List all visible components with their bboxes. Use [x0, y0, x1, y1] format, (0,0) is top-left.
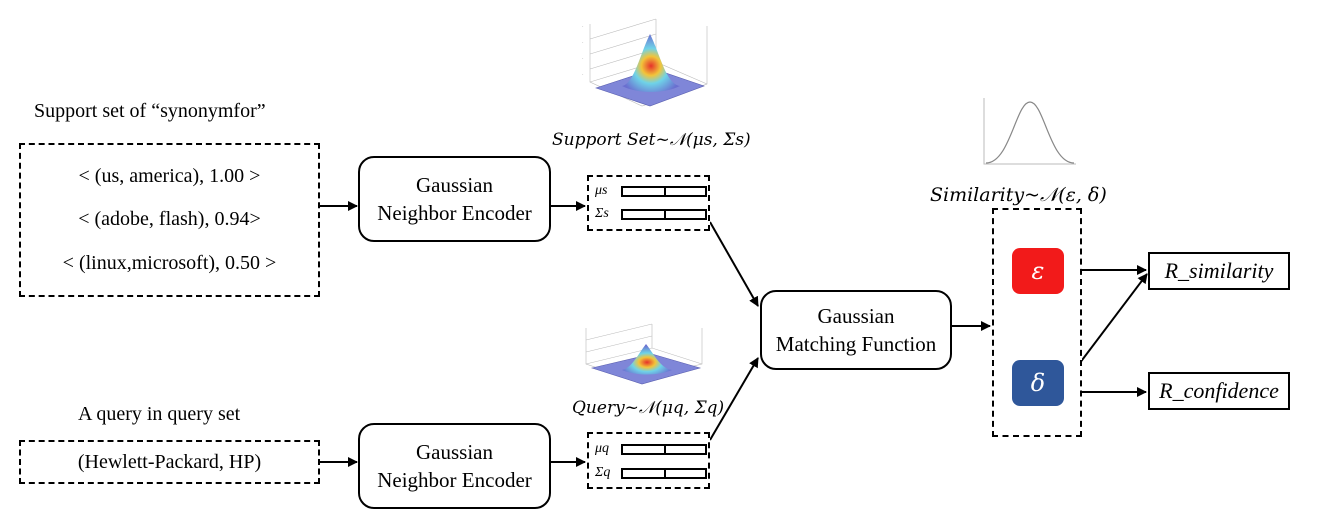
matcher-label-line2: Matching Function	[775, 332, 937, 356]
mu-vector-bar	[621, 443, 707, 455]
r-similarity-box: R_similarity	[1148, 252, 1290, 290]
delta-symbol: δ	[1030, 369, 1046, 397]
support-item: < (adobe, flash), 0.94>	[78, 208, 261, 231]
mu-symbol: μq	[595, 441, 610, 456]
epsilon-symbol: ε	[1031, 257, 1045, 285]
similarity-gaussian-curve	[983, 98, 1076, 165]
support-set-caption: Support set of “synonymfor”	[34, 100, 266, 122]
query-caption: A query in query set	[78, 403, 241, 425]
encoder-label-line2: Neighbor Encoder	[377, 201, 532, 225]
query-mu-row: μq	[595, 441, 707, 457]
svg-text:·: ·	[582, 24, 584, 30]
delta-block: δ	[1012, 360, 1064, 406]
sigma-symbol: Σs	[595, 206, 609, 221]
query-item: (Hewlett-Packard, HP)	[77, 450, 262, 473]
query-distribution-formula: Query~𝒩(μq, Σq)	[572, 398, 725, 418]
r-similarity-label: R_similarity	[1164, 258, 1274, 283]
mu-vector-bar	[621, 185, 707, 197]
svg-text:·: ·	[582, 56, 584, 62]
encoder-label-line1: Gaussian	[416, 173, 493, 197]
r-confidence-box: R_confidence	[1148, 372, 1290, 410]
mu-symbol: μs	[595, 183, 608, 198]
svg-text:·: ·	[582, 40, 584, 46]
encoder-label-line2: Neighbor Encoder	[377, 468, 532, 492]
support-distribution-formula: Support Set~𝒩(μs, Σs)	[552, 130, 751, 150]
support-item: < (linux,microsoft), 0.50 >	[62, 251, 277, 274]
epsilon-block: ε	[1012, 248, 1064, 294]
support-gaussian-surface-plot: · · · ·	[582, 18, 708, 107]
query-box: (Hewlett-Packard, HP)	[19, 440, 320, 484]
query-gaussian-encoder: Gaussian Neighbor Encoder	[358, 423, 551, 509]
support-set-box: < (us, america), 1.00 > < (adobe, flash)…	[19, 143, 320, 297]
sigma-vector-bar	[621, 208, 707, 220]
svg-text:·: ·	[582, 72, 584, 78]
arrow-support-vector-to-matcher	[709, 221, 759, 307]
support-sigma-row: Σs	[595, 206, 707, 222]
similarity-distribution-formula: Similarity~𝒩(ε, δ)	[930, 184, 1107, 206]
sigma-vector-bar	[621, 467, 707, 479]
encoder-label-line1: Gaussian	[416, 440, 493, 464]
matcher-label-line1: Gaussian	[817, 304, 895, 328]
arrow-query-vector-to-matcher	[709, 357, 759, 441]
support-vector-box: μs Σs	[587, 175, 710, 231]
support-mu-row: μs	[595, 183, 707, 199]
gaussian-matching-function: Gaussian Matching Function	[760, 290, 952, 370]
query-sigma-row: Σq	[595, 465, 707, 481]
support-gaussian-encoder: Gaussian Neighbor Encoder	[358, 156, 551, 242]
support-item: < (us, america), 1.00 >	[78, 165, 261, 188]
query-gaussian-surface-plot	[585, 323, 703, 385]
r-confidence-label: R_confidence	[1159, 378, 1279, 403]
query-vector-box: μq Σq	[587, 432, 710, 489]
sigma-symbol: Σq	[595, 465, 611, 480]
